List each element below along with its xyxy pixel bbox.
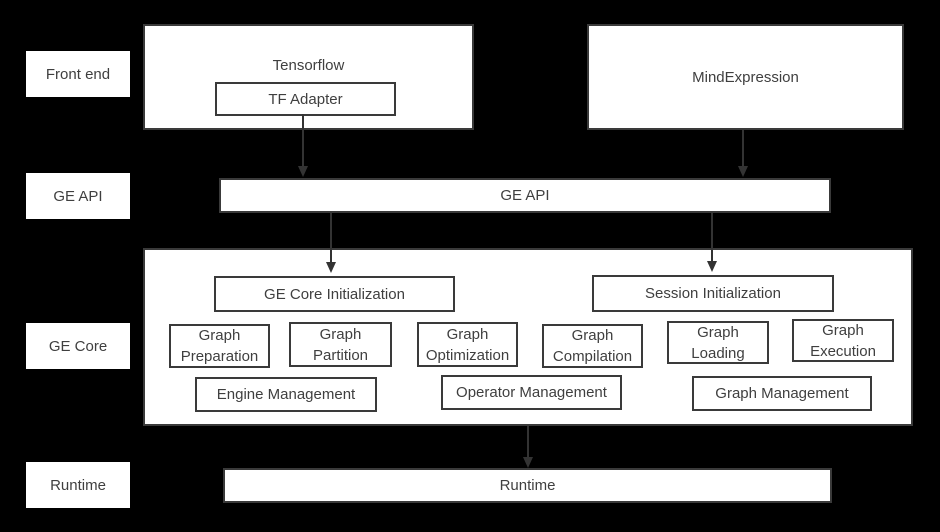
engine-management-box: Engine Management [195,377,377,412]
ge-core-box: GE Core Initialization Session Initializ… [143,248,913,426]
arrow-tf-adapter-to-ge-api-icon [298,114,308,177]
graph-loading-box: Graph Loading [667,321,769,364]
tensorflow-box: Tensorflow TF Adapter [143,24,474,130]
mindexpression-label: MindExpression [692,68,799,86]
tf-adapter-box: TF Adapter [215,82,396,116]
graph-loading-label: Graph Loading [691,323,745,362]
graph-execution-label: Graph Execution [810,321,876,360]
arrow-ge-api-to-session-init-icon [707,213,717,272]
graph-management-box: Graph Management [692,376,872,411]
session-initialization-box: Session Initialization [592,275,834,312]
engine-management-label: Engine Management [216,386,356,403]
ge-core-initialization-box: GE Core Initialization [214,276,455,312]
graph-optimization-box: Graph Optimization [417,322,518,367]
graph-compilation-box: Graph Compilation [542,324,643,368]
graph-partition-box: Graph Partition [289,322,392,367]
arrow-ge-api-to-ge-core-init-icon [326,213,336,273]
graph-preparation-label: Graph Preparation [180,327,259,365]
graph-compilation-label: Graph Compilation [552,327,633,365]
graph-management-label: Graph Management [715,385,849,402]
layer-label-ge-api-text: GE API [53,187,103,205]
session-initialization-label: Session Initialization [645,285,781,302]
arrow-mindexpression-to-ge-api-icon [738,130,748,177]
operator-management-label: Operator Management [456,384,607,401]
arrow-ge-core-to-runtime-icon [523,426,533,468]
layer-label-front-end-text: Front end [45,65,111,83]
ge-api-bar: GE API [219,178,831,213]
graph-optimization-label: Graph Optimization [425,325,510,364]
runtime-bar: Runtime [223,468,832,503]
tf-adapter-label: TF Adapter [268,90,343,108]
runtime-label: Runtime [499,477,556,494]
ge-api-label: GE API [500,187,550,204]
layer-label-ge-api: GE API [26,173,130,219]
layer-label-runtime-text: Runtime [50,476,106,494]
graph-preparation-box: Graph Preparation [169,324,270,368]
tensorflow-title: Tensorflow [272,57,345,74]
graph-execution-box: Graph Execution [792,319,894,362]
layer-label-ge-core: GE Core [26,323,130,369]
graph-partition-label: Graph Partition [312,325,369,364]
operator-management-box: Operator Management [441,375,622,410]
layer-label-ge-core-text: GE Core [48,337,108,355]
mindexpression-box: MindExpression [587,24,904,130]
layer-label-runtime: Runtime [26,462,130,508]
layer-label-front-end: Front end [26,51,130,97]
ge-core-initialization-label: GE Core Initialization [264,285,405,303]
